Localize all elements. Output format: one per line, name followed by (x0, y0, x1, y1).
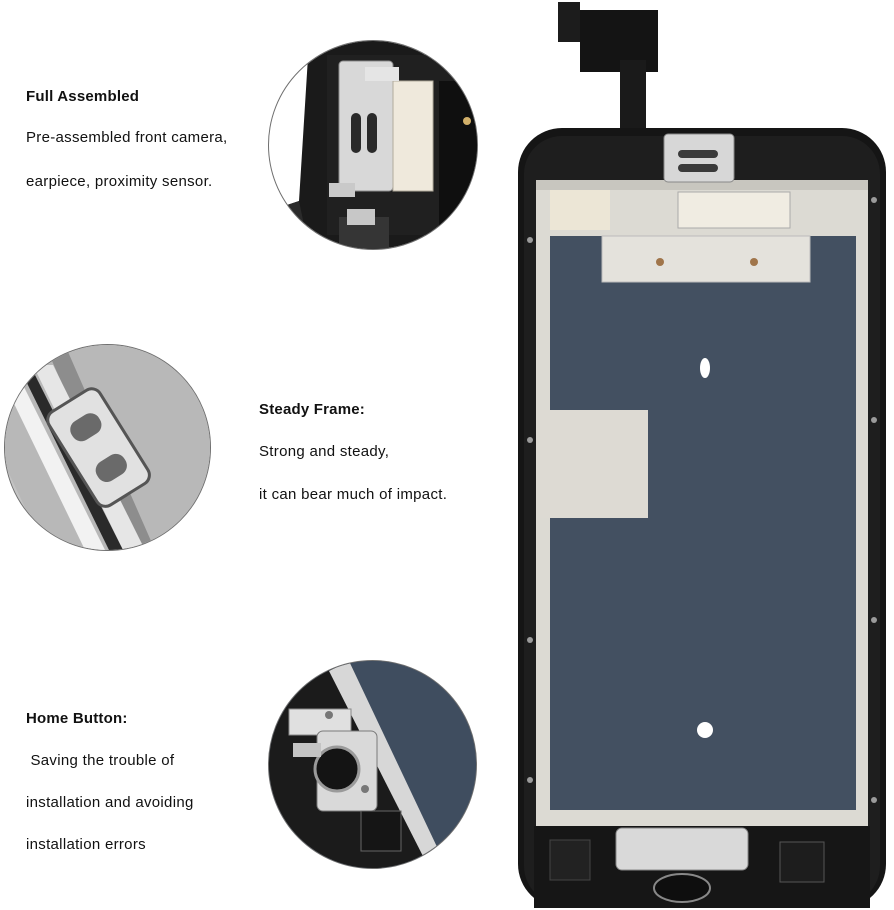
phone-lcd-assembly-icon (518, 2, 886, 908)
feature-description-line: installation errors (26, 836, 146, 853)
feature-description-line: it can bear much of impact. (259, 486, 448, 503)
feature-description-line: earpiece, proximity sensor. (26, 173, 213, 190)
feature-title: Home Button: (26, 710, 128, 727)
feature-description-line: Strong and steady, (259, 443, 390, 460)
home-button-closeup-icon (268, 660, 477, 869)
feature-description-line: installation and avoiding (26, 794, 194, 811)
steel-frame-closeup-icon (4, 344, 211, 551)
feature-title: Full Assembled (26, 88, 140, 105)
camera-earpiece-closeup-icon (268, 40, 478, 250)
feature-description-line: Pre-assembled front camera, (26, 129, 228, 146)
feature-title: Steady Frame: (259, 401, 365, 418)
feature-full-assembled: Full Assembled (26, 88, 139, 105)
feature-description-line: Saving the trouble of (26, 752, 175, 769)
feature-home-button: Home Button: (26, 710, 128, 727)
feature-steady-frame: Steady Frame: (259, 401, 365, 418)
